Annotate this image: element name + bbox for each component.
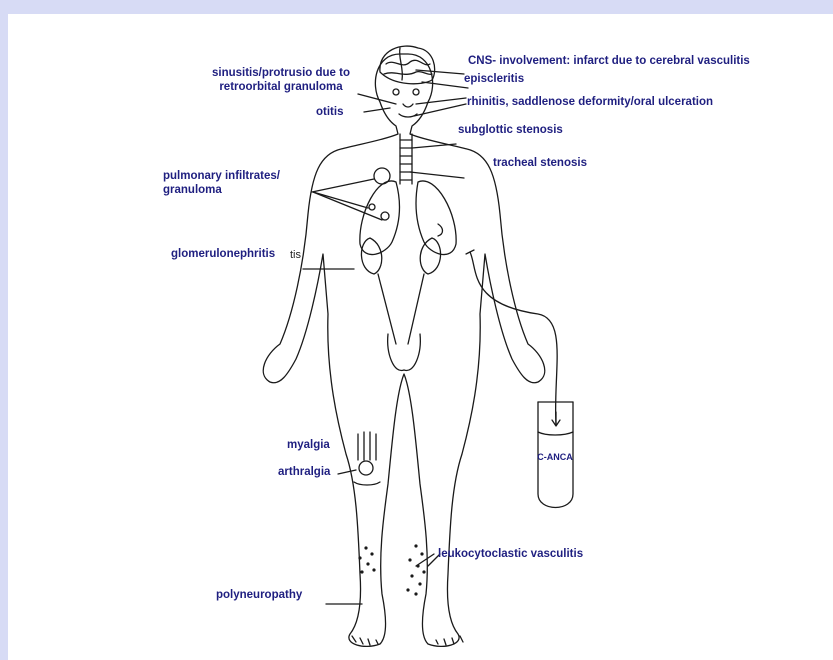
label-sinusitis-line2: retroorbital granuloma bbox=[196, 80, 366, 94]
label-tracheal-stenosis: tracheal stenosis bbox=[493, 156, 587, 170]
label-glomerulonephritis: glomerulonephritis bbox=[171, 247, 275, 261]
left-lung bbox=[360, 181, 400, 255]
label-pulmonary-line2: granuloma bbox=[163, 183, 280, 197]
label-c-anca: C-ANCA bbox=[537, 450, 573, 464]
label-pulmonary-line1: pulmonary infiltrates/ bbox=[163, 169, 280, 183]
trachea bbox=[400, 134, 412, 184]
label-sinusitis-line1: sinusitis/protrusio due to bbox=[196, 66, 366, 80]
slide-canvas: CNS- involvement: infarct due to cerebra… bbox=[8, 14, 833, 660]
label-leukocytoclastic-vasculitis: leukocytoclastic vasculitis bbox=[438, 547, 583, 561]
left-kidney bbox=[361, 238, 381, 274]
label-episcleritis: episcleritis bbox=[464, 72, 524, 86]
right-lung bbox=[416, 181, 456, 255]
human-body-figure bbox=[8, 14, 833, 660]
label-arthralgia: arthralgia bbox=[278, 465, 330, 479]
label-otitis: otitis bbox=[316, 105, 343, 119]
label-myalgia: myalgia bbox=[287, 438, 330, 452]
label-cns-involvement: CNS- involvement: infarct due to cerebra… bbox=[468, 54, 750, 68]
label-pulmonary: pulmonary infiltrates/ granuloma bbox=[163, 169, 280, 197]
right-kidney bbox=[420, 238, 440, 274]
label-sinusitis: sinusitis/protrusio due to retroorbital … bbox=[196, 66, 366, 94]
label-polyneuropathy: polyneuropathy bbox=[216, 588, 302, 602]
label-rhinitis: rhinitis, saddlenose deformity/oral ulce… bbox=[467, 95, 713, 109]
stray-text: tis bbox=[290, 249, 301, 261]
label-subglottic-stenosis: subglottic stenosis bbox=[458, 123, 563, 137]
